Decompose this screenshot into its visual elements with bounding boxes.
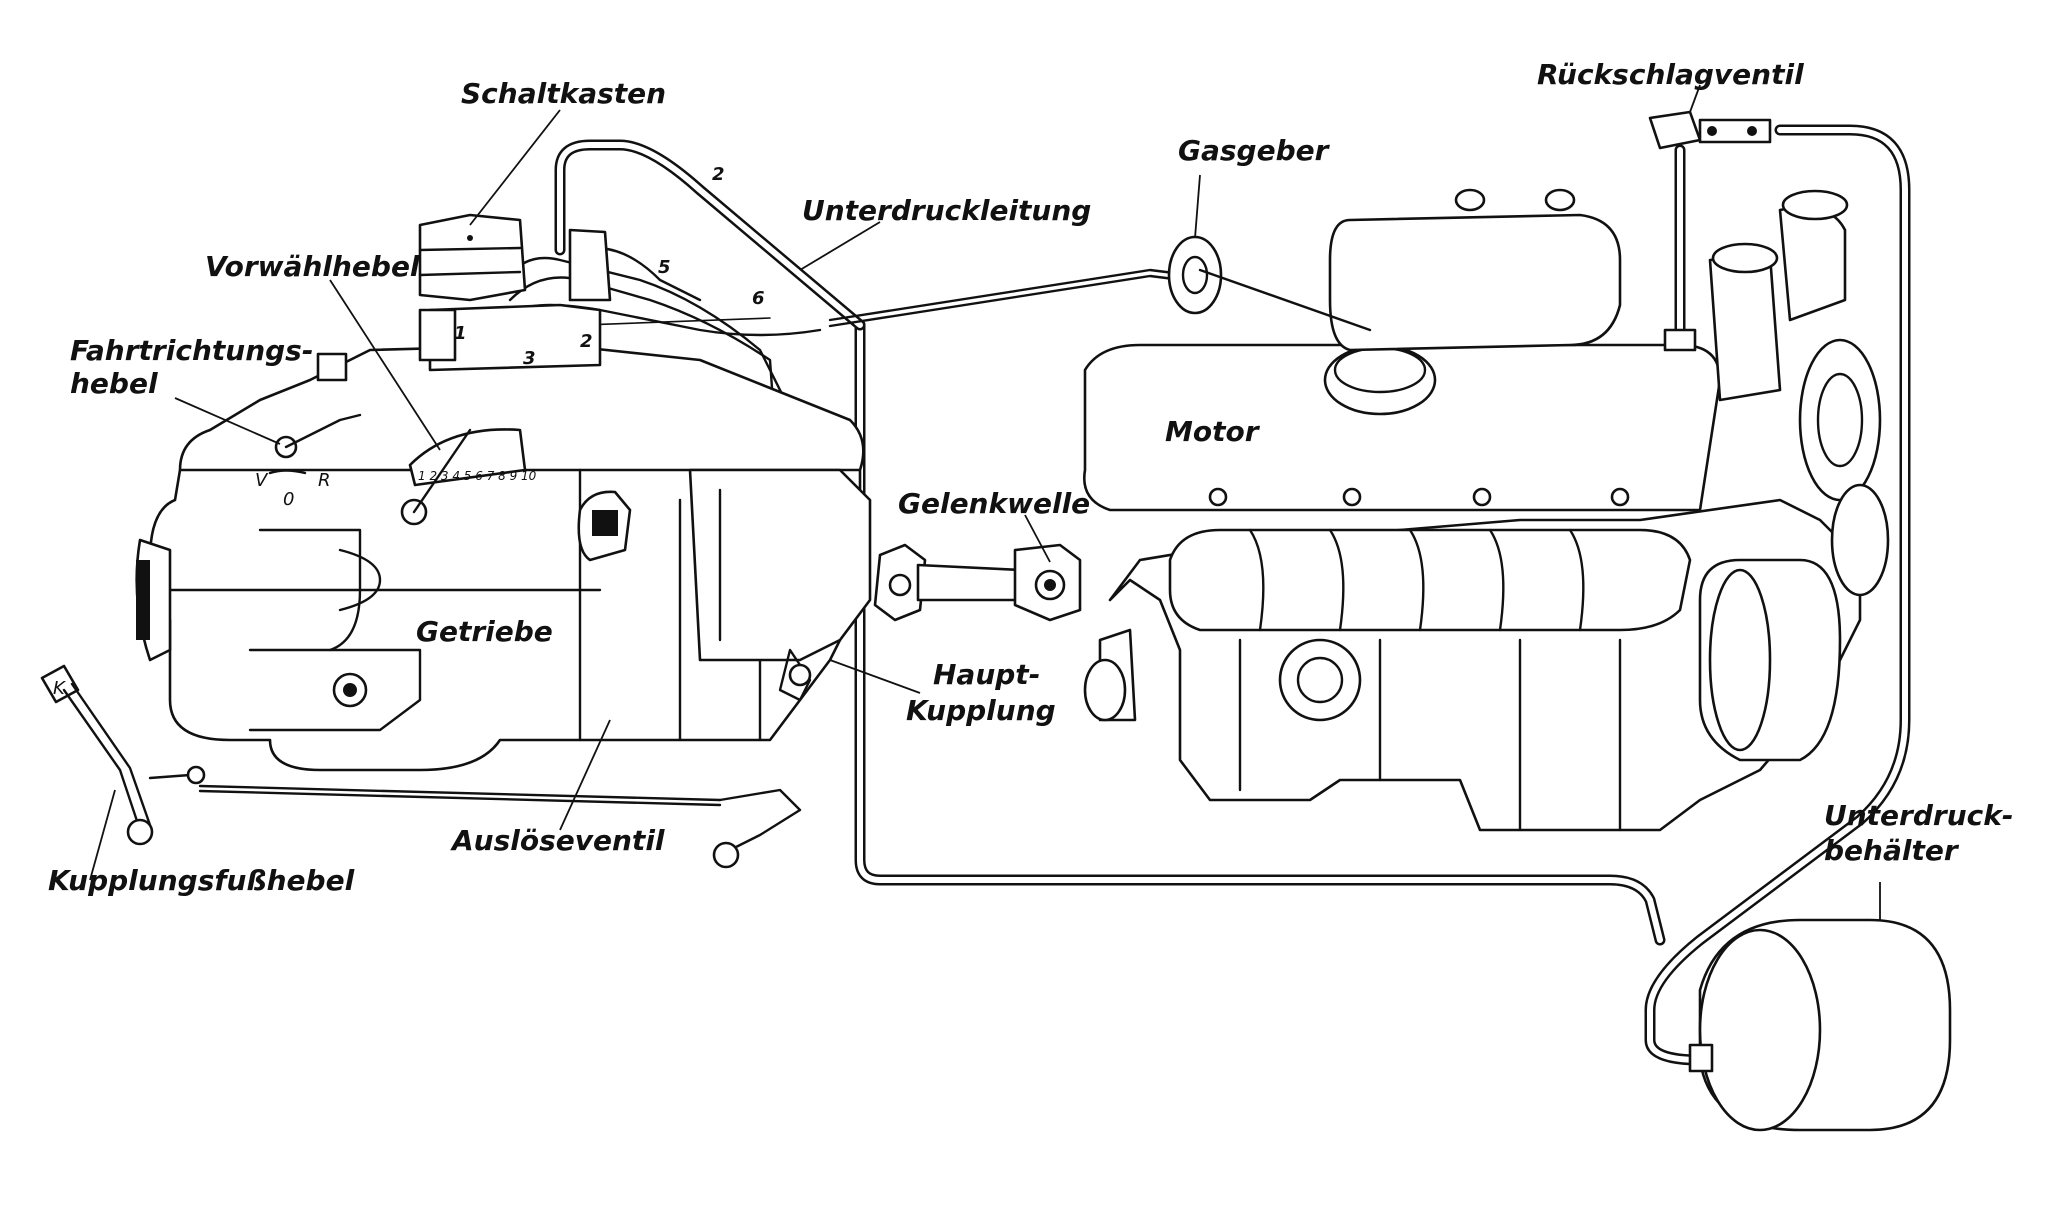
label-unterdruckbehaelter-1: Unterdruck- <box>1824 799 2013 832</box>
label-kupplungsfusshebel: Kupplungsfußhebel <box>48 864 355 897</box>
label-fahrtrichtungshebel-2: hebel <box>70 367 158 400</box>
label-unterdruckbehaelter-2: behälter <box>1824 834 1960 867</box>
line-number-2b: 2 <box>580 331 593 352</box>
switch-box: 3 2 1 <box>418 213 612 372</box>
label-gasgeber: Gasgeber <box>1178 134 1331 167</box>
label-hauptkupplung-2: Kupplung <box>906 694 1056 727</box>
lever-mark-zero: 0 <box>283 489 294 510</box>
lever-mark-v: V <box>255 470 269 491</box>
clutch-pedal: K <box>40 664 802 869</box>
label-gelenkwelle: Gelenkwelle <box>898 487 1090 520</box>
check-valve <box>1648 110 1772 150</box>
label-hauptkupplung-1: Haupt- <box>933 658 1040 691</box>
selector-levers: V 0 R 1 2 3 4 5 6 7 8 9 10 <box>255 413 537 526</box>
label-rueckschlagventil: Rückschlagventil <box>1537 58 1804 91</box>
line-number-6: 6 <box>752 288 765 309</box>
line-number-2a: 2 <box>712 164 725 185</box>
line-number-1: 1 <box>454 323 467 344</box>
label-motor: Motor <box>1165 415 1261 448</box>
vacuum-tank <box>1688 918 1952 1132</box>
lever-mark-r: R <box>318 470 331 491</box>
labels: Schaltkasten Rückschlagventil Gasgeber U… <box>48 58 2013 897</box>
label-schaltkasten: Schaltkasten <box>461 77 666 110</box>
line-number-3: 3 <box>523 348 536 369</box>
engine: Motor <box>1082 188 1890 832</box>
vacuum-pipes <box>554 124 1911 1066</box>
label-ausloeseventil: Auslöseventil <box>450 824 665 857</box>
label-unterdruckleitung: Unterdruckleitung <box>802 194 1091 227</box>
label-vorwaehlhebel: Vorwählhebel <box>205 250 420 283</box>
pedal-mark-k: K <box>53 678 66 699</box>
line-number-5: 5 <box>658 257 671 278</box>
gear-scale: 1 2 3 4 5 6 7 8 9 10 <box>418 469 537 483</box>
label-fahrtrichtungshebel-1: Fahrtrichtungs- <box>70 334 313 367</box>
label-getriebe: Getriebe <box>416 615 553 648</box>
cardan-shaft <box>873 543 1082 622</box>
gearbox: Getriebe <box>135 343 872 772</box>
leader-lines <box>89 84 1881 920</box>
